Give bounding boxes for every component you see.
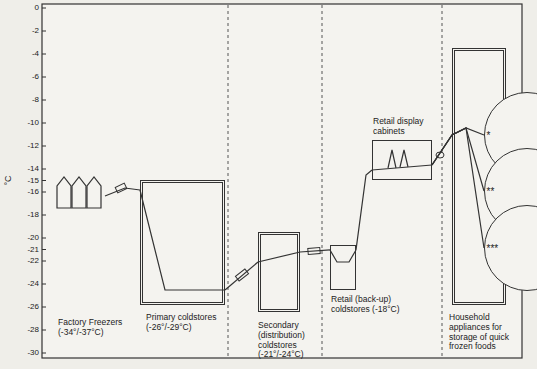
cold-chain-link xyxy=(432,128,484,165)
chart-frame xyxy=(42,4,522,358)
tick xyxy=(42,353,46,354)
axis-value: -30 xyxy=(0,349,39,357)
axis-value: -10 xyxy=(0,119,39,127)
tick xyxy=(42,284,46,285)
axis-value: -16 xyxy=(0,188,39,196)
cold-chain-link xyxy=(356,170,372,250)
stage-label: Factory Freezers (-34°/-37°C) xyxy=(58,318,138,338)
tick xyxy=(42,100,46,101)
display-cabinet: Retail display cabinets xyxy=(372,140,432,180)
star-rating: *** xyxy=(484,205,537,291)
tick xyxy=(42,54,46,55)
tick xyxy=(42,330,46,331)
cold-chain-link xyxy=(432,128,484,248)
axis-value: -15 xyxy=(0,177,39,185)
stage-label: Retail (back-up) coldstores (-18°C) xyxy=(331,295,421,315)
star-label: * xyxy=(487,130,537,142)
cold-chain-link xyxy=(432,128,484,191)
tick xyxy=(42,146,46,147)
household-freezer: Household appliances for storage of quic… xyxy=(452,48,506,305)
axis-value: -20 xyxy=(0,234,39,242)
stage-separators xyxy=(228,5,442,357)
axis-value: -6 xyxy=(0,73,39,81)
cold-chain-link xyxy=(300,250,330,252)
tick xyxy=(42,249,46,250)
tick xyxy=(42,307,46,308)
axis-value: -28 xyxy=(0,326,39,334)
axis-unit: °C xyxy=(4,175,13,185)
factory-icon xyxy=(55,174,105,210)
axis-value: -21 xyxy=(0,246,39,254)
tick xyxy=(42,261,46,262)
primary-coldstore: Primary coldstores (-26°/-29°C) xyxy=(140,180,225,305)
temperature-trace xyxy=(140,150,432,290)
axis-value: -12 xyxy=(0,142,39,150)
tick xyxy=(42,192,46,193)
freezer-unit xyxy=(72,177,86,208)
freezer-unit xyxy=(57,177,71,208)
tick xyxy=(42,8,46,9)
tick xyxy=(42,31,46,32)
cold-chain-link xyxy=(105,188,140,196)
tick xyxy=(42,238,46,239)
tick xyxy=(42,169,46,170)
stage-label: Retail display cabinets xyxy=(373,117,439,137)
stage-label: Secondary (distribution) coldstores (-21… xyxy=(258,321,322,360)
axis-value: -22 xyxy=(0,257,39,265)
axis-value: 0 xyxy=(0,4,39,12)
star-label: *** xyxy=(487,243,537,255)
tick xyxy=(42,123,46,124)
axis-value: -26 xyxy=(0,303,39,311)
stage-label: Household appliances for storage of quic… xyxy=(449,313,529,352)
secondary-coldstore: Secondary (distribution) coldstores (-21… xyxy=(258,232,300,312)
axis-value: -8 xyxy=(0,96,39,104)
axis-value: -24 xyxy=(0,280,39,288)
axis-ticks xyxy=(42,8,46,353)
axis-value: -4 xyxy=(0,50,39,58)
freezer-unit xyxy=(87,177,101,208)
stage-label: Primary coldstores (-26°/-29°C) xyxy=(146,313,228,333)
tick xyxy=(42,77,46,78)
tick xyxy=(42,215,46,216)
axis-value: -2 xyxy=(0,27,39,35)
tick xyxy=(42,180,46,181)
star-label: ** xyxy=(487,186,537,198)
retail-coldstore: Retail (back-up) coldstores (-18°C) xyxy=(330,245,356,290)
factory-freezer: Factory Freezers (-34°/-37°C) xyxy=(55,174,105,210)
transport-vehicles xyxy=(115,152,444,281)
axis-value: -18 xyxy=(0,211,39,219)
cold-chain-link xyxy=(225,262,258,290)
axis-value: -14 xyxy=(0,165,39,173)
